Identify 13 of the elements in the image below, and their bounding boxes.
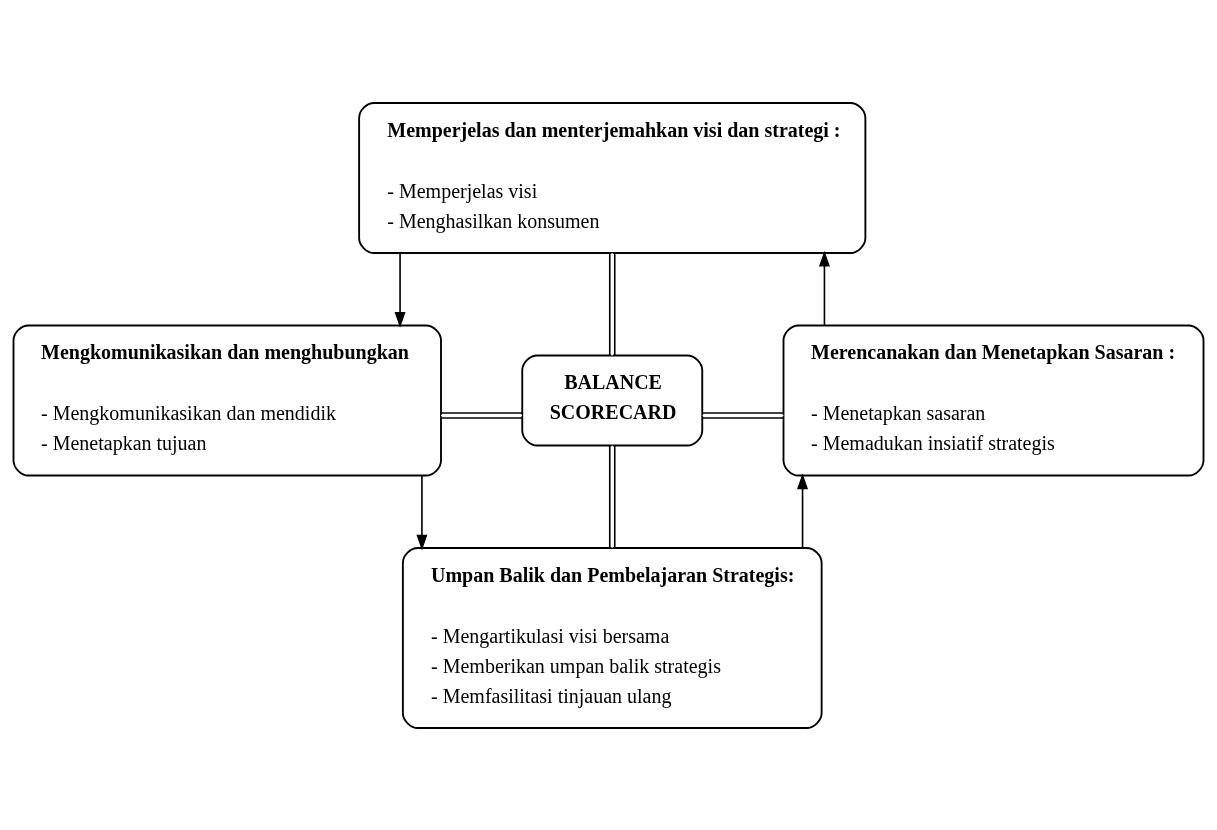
node-box: Merencanakan dan Menetapkan Sasaran : - Menetapkan sasaran - Memadukan insiatif strategis	[782, 324, 1205, 476]
node-box: Mengkomunikasikan dan menghubungkan - Mengkomunikasikan dan mendidik - Menetapkan tujuan	[12, 324, 442, 476]
node-box: Umpan Balik dan Pembelajaran Strategis: - Mengartikulasi visi bersama - Memberikan umpan balik strategis - Memfasilitasi tinjauan ulang	[401, 546, 823, 729]
arrow	[394, 252, 406, 328]
node-box: Memperjelas dan menterjemahkan visi dan strategi : - Memperjelas visi - Menghasilkan konsumen	[358, 101, 867, 254]
arrow	[797, 472, 809, 549]
connector	[701, 411, 785, 419]
arrow	[416, 474, 428, 550]
connector	[608, 251, 616, 356]
connector	[440, 411, 523, 419]
arrow	[818, 250, 830, 326]
node-box: BALANCE SCORECARD	[521, 354, 704, 446]
connector	[608, 444, 616, 548]
